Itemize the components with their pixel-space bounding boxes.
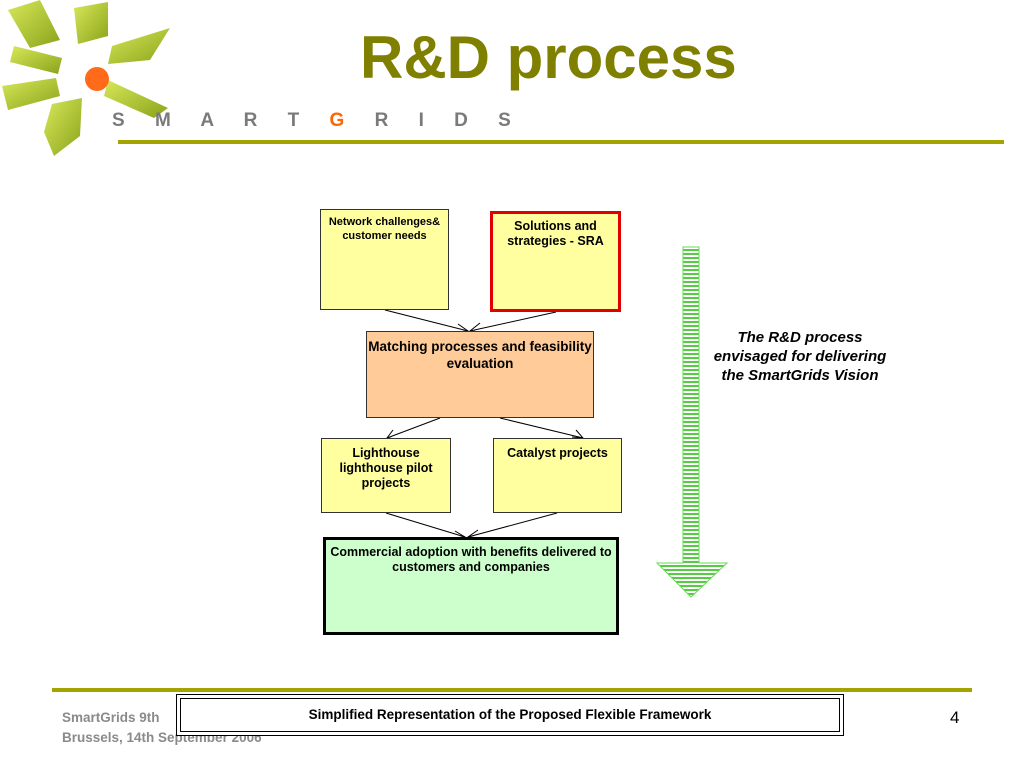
process-annotation: The R&D process envisaged for delivering… bbox=[713, 329, 887, 384]
lighthouse-projects-box: Lighthouse lighthouse pilot projects bbox=[321, 438, 451, 513]
downward-arrow-icon bbox=[655, 246, 729, 598]
footer-line-1: SmartGrids 9th bbox=[62, 710, 160, 725]
logo-wordmark: S M A R T G R I D S bbox=[112, 110, 523, 132]
footer-divider bbox=[52, 688, 972, 692]
figure-caption: Simplified Representation of the Propose… bbox=[180, 698, 840, 732]
caption-frame: Simplified Representation of the Propose… bbox=[176, 694, 844, 736]
smartgrids-logo-icon bbox=[2, 0, 170, 156]
logo-text-after: R I D S bbox=[356, 110, 524, 131]
network-challenges-box: Network challenges& customer needs bbox=[320, 209, 449, 310]
catalyst-projects-box: Catalyst projects bbox=[493, 438, 622, 513]
solutions-strategies-box: Solutions and strategies - SRA bbox=[490, 211, 621, 312]
header-divider bbox=[118, 140, 1004, 144]
commercial-adoption-box: Commercial adoption with benefits delive… bbox=[323, 537, 619, 635]
logo-text-highlight: G bbox=[329, 110, 357, 131]
logo-text-before: S M A R T bbox=[112, 110, 330, 131]
page-number: 4 bbox=[950, 708, 960, 727]
matching-processes-box: Matching processes and feasibility evalu… bbox=[366, 331, 594, 418]
slide-title: R&D process bbox=[360, 24, 737, 91]
